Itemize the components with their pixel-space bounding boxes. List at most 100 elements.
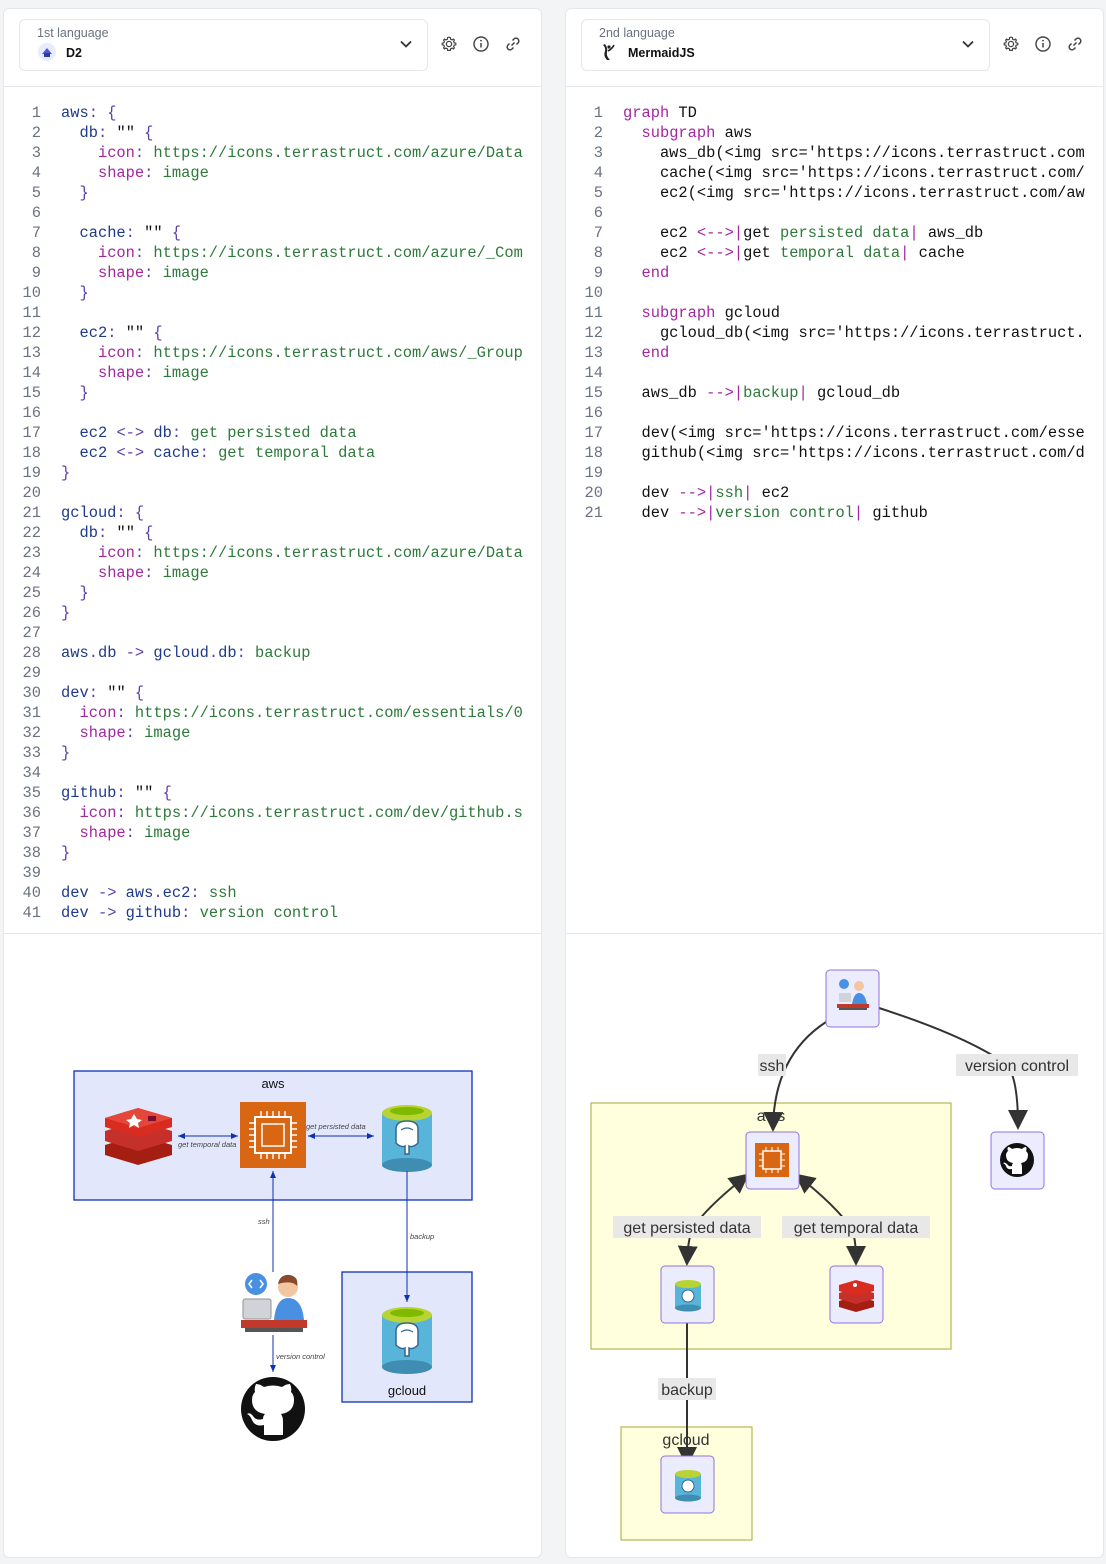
code-line[interactable]: 3 aws_db(<img src='https://icons.terrast…	[566, 143, 1085, 163]
code-line[interactable]: 6	[566, 203, 623, 223]
code-line[interactable]: 11	[4, 303, 61, 323]
line-number: 39	[22, 864, 41, 882]
info-icon[interactable]	[1034, 35, 1052, 53]
code-line[interactable]: 2 db: "" {	[4, 123, 154, 143]
code-line[interactable]: 19}	[4, 463, 71, 483]
code-line[interactable]: 13 end	[566, 343, 670, 363]
code-line[interactable]: 36 icon: https://icons.terrastruct.com/d…	[4, 803, 523, 823]
code-token: {	[153, 324, 163, 342]
code-line[interactable]: 11 subgraph gcloud	[566, 303, 781, 323]
code-line[interactable]: 33}	[4, 743, 71, 763]
language-select-1[interactable]: 1st language D2	[19, 19, 428, 71]
code-line[interactable]: 4 shape: image	[4, 163, 209, 183]
code-line[interactable]: 39	[4, 863, 61, 883]
code-line[interactable]: 29	[4, 663, 61, 683]
code-line[interactable]: 32 shape: image	[4, 723, 191, 743]
code-line[interactable]: 10 }	[4, 283, 89, 303]
code-line[interactable]: 6	[4, 203, 61, 223]
code-token: ->	[116, 644, 154, 662]
code-token	[61, 444, 79, 462]
code-token: :	[144, 564, 163, 582]
info-icon[interactable]	[472, 35, 490, 53]
code-line[interactable]: 23 icon: https://icons.terrastruct.com/a…	[4, 543, 523, 563]
code-line[interactable]: 31 icon: https://icons.terrastruct.com/e…	[4, 703, 523, 723]
code-line[interactable]: 8 ec2 <-->|get temporal data| cache	[566, 243, 965, 263]
code-line[interactable]: 20	[4, 483, 61, 503]
code-line[interactable]: 16	[566, 403, 623, 423]
code-line[interactable]: 8 icon: https://icons.terrastruct.com/az…	[4, 243, 523, 263]
line-number: 17	[22, 424, 41, 442]
code-line[interactable]: 15 aws_db -->|backup| gcloud_db	[566, 383, 901, 403]
code-token	[61, 384, 79, 402]
code-line[interactable]: 17 ec2 <-> db: get persisted data	[4, 423, 357, 443]
code-token	[61, 724, 79, 742]
code-line[interactable]: 18 ec2 <-> cache: get temporal data	[4, 443, 376, 463]
code-token: .	[88, 644, 98, 662]
code-line[interactable]: 15 }	[4, 383, 89, 403]
code-line[interactable]: 12 ec2: "" {	[4, 323, 163, 343]
code-line[interactable]: 21 dev -->|version control| github	[566, 503, 928, 523]
code-line[interactable]: 34	[4, 763, 61, 783]
language-select-value: MermaidJS	[628, 46, 695, 60]
code-token	[61, 584, 79, 602]
code-line[interactable]: 20 dev -->|ssh| ec2	[566, 483, 790, 503]
code-token: gcloud	[715, 304, 781, 322]
settings-icon[interactable]	[1002, 35, 1020, 53]
line-number: 3	[31, 144, 41, 162]
code-line[interactable]: 7 ec2 <-->|get persisted data| aws_db	[566, 223, 984, 243]
code-line[interactable]: 17 dev(<img src='https://icons.terrastru…	[566, 423, 1085, 443]
code-line[interactable]: 5 }	[4, 183, 89, 203]
code-line[interactable]: 13 icon: https://icons.terrastruct.com/a…	[4, 343, 523, 363]
code-token: dev	[61, 884, 89, 902]
code-token: icon	[79, 704, 117, 722]
code-line[interactable]: 18 github(<img src='https://icons.terras…	[566, 443, 1085, 463]
code-token: :	[144, 364, 163, 382]
settings-icon[interactable]	[440, 35, 458, 53]
code-line[interactable]: 37 shape: image	[4, 823, 191, 843]
aws-label: aws	[261, 1076, 285, 1091]
line-number: 27	[22, 624, 41, 642]
code-token: backup	[743, 384, 799, 402]
code-token	[623, 264, 641, 282]
code-token: shape	[79, 724, 126, 742]
code-token: ec2	[162, 884, 191, 902]
code-line[interactable]: 25 }	[4, 583, 89, 603]
code-line[interactable]: 16	[4, 403, 61, 423]
code-token: dev	[623, 504, 679, 522]
code-line[interactable]: 26}	[4, 603, 71, 623]
link-icon[interactable]	[504, 35, 522, 53]
code-line[interactable]: 14 shape: image	[4, 363, 209, 383]
code-line[interactable]: 4 cache(<img src='https://icons.terrastr…	[566, 163, 1085, 183]
code-line[interactable]: 3 icon: https://icons.terrastruct.com/az…	[4, 143, 523, 163]
code-line[interactable]: 38}	[4, 843, 71, 863]
code-token: get persisted data	[190, 424, 357, 442]
language-select-2[interactable]: 2nd language MermaidJS	[581, 19, 990, 71]
code-line[interactable]: 5 ec2(<img src='https://icons.terrastruc…	[566, 183, 1085, 203]
code-line[interactable]: 22 db: "" {	[4, 523, 154, 543]
code-line[interactable]: 27	[4, 623, 61, 643]
code-line[interactable]: 9 end	[566, 263, 669, 283]
code-line[interactable]: 19	[566, 463, 623, 483]
label-bg	[613, 1216, 761, 1238]
code-line[interactable]: 10	[566, 283, 623, 303]
link-icon[interactable]	[1066, 35, 1084, 53]
code-token: }	[61, 744, 71, 762]
code-line[interactable]: 2 subgraph aws	[566, 123, 753, 143]
code-line[interactable]: 7 cache: "" {	[4, 223, 181, 243]
code-line[interactable]: 14	[566, 363, 623, 383]
line-number: 34	[22, 764, 41, 782]
code-line[interactable]: 9 shape: image	[4, 263, 209, 283]
code-line[interactable]: 24 shape: image	[4, 563, 209, 583]
code-token: |	[909, 224, 919, 242]
code-line[interactable]: 12 gcloud_db(<img src='https://icons.ter…	[566, 323, 1085, 343]
